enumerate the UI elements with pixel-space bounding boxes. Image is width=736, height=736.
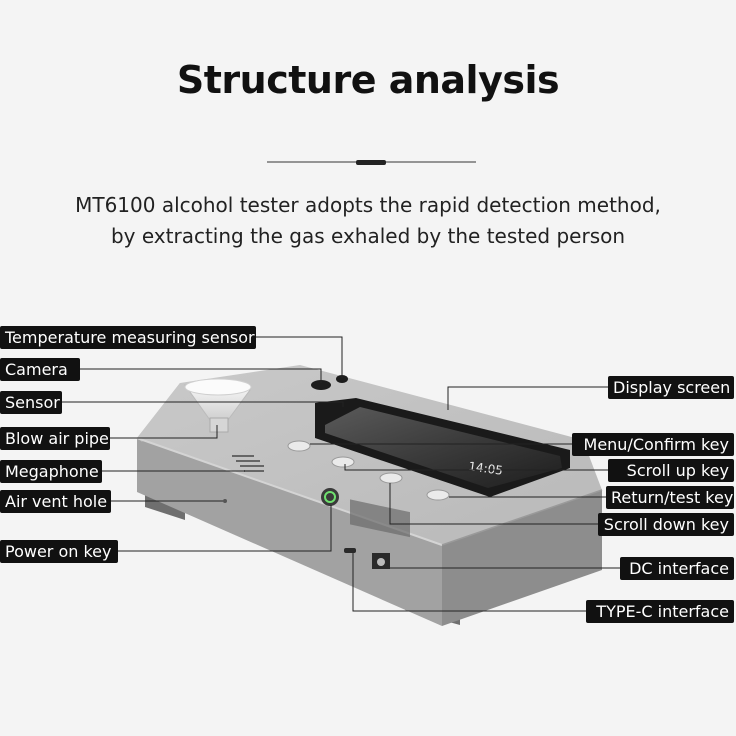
display-panel xyxy=(325,407,562,488)
menu-confirm-button xyxy=(287,440,311,452)
label-menu-confirm-key: Menu/Confirm key xyxy=(572,433,734,456)
label-megaphone: Megaphone xyxy=(0,460,102,483)
label-air-vent-hole: Air vent hole xyxy=(0,490,111,513)
temperature-sensor-lens xyxy=(336,375,348,383)
label-return-test-key: Return/test key xyxy=(606,486,734,509)
type-c-port xyxy=(344,548,356,553)
leader-lines xyxy=(60,336,620,612)
label-blow-air-pipe: Blow air pipe xyxy=(0,427,110,450)
return-test-button xyxy=(426,489,450,501)
label-scroll-down-key: Scroll down key xyxy=(598,513,734,536)
label-camera: Camera xyxy=(0,358,80,381)
description-line-2: by extracting the gas exhaled by the tes… xyxy=(110,224,626,248)
camera-lens xyxy=(311,380,331,390)
label-type-c-interface: TYPE-C interface xyxy=(586,600,734,623)
megaphone-grille xyxy=(232,455,264,472)
label-dc-interface: DC interface xyxy=(620,557,734,580)
label-sensor: Sensor xyxy=(0,391,62,414)
description-line-1: MT6100 alcohol tester adopts the rapid d… xyxy=(75,193,661,217)
label-display-screen: Display screen xyxy=(608,376,734,399)
device-front-face xyxy=(137,438,442,626)
screen-time: 14:05 xyxy=(468,459,504,478)
page-title: Structure analysis xyxy=(176,58,560,102)
label-temperature-sensor: Temperature measuring sensor xyxy=(0,326,256,349)
air-vent-hole xyxy=(223,499,227,503)
scroll-up-button xyxy=(331,456,355,468)
label-scroll-up-key: Scroll up key xyxy=(608,459,734,482)
scroll-down-button xyxy=(379,472,403,484)
power-on-button xyxy=(321,488,339,506)
label-power-on-key: Power on key xyxy=(0,540,118,563)
